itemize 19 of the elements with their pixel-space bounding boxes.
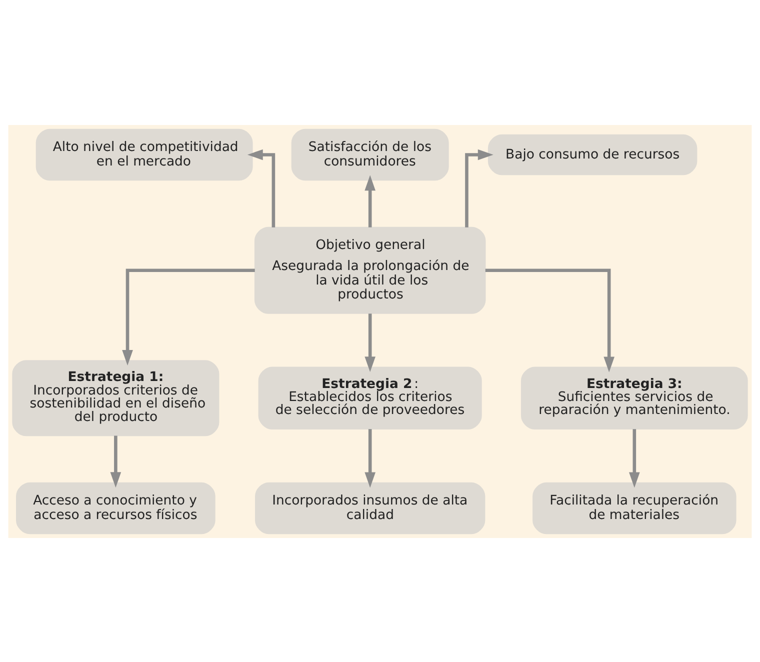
arrow <box>465 148 494 227</box>
arrow <box>247 148 276 227</box>
node-box: Incorporados insumos de alta calidad <box>255 482 486 534</box>
arrow <box>364 428 376 488</box>
arrow <box>629 428 640 488</box>
node-box: Alto nivel de competitividad en el mercado <box>36 128 253 180</box>
node-box: Facilitada la recuperación de materiales <box>532 482 736 534</box>
node-box: Estrategia 3: Suficientes servicios de reparación y mantenimiento. <box>520 366 748 430</box>
node-box: Objetivo general Asegurada la prolongación de la vida útil de los productos <box>254 226 486 314</box>
node-box: Satisfacción de los consumidores <box>291 128 449 180</box>
node-box: Bajo consumo de recursos <box>488 134 698 175</box>
arrow <box>364 313 376 372</box>
arrow <box>485 268 614 372</box>
node-box: Estrategia 2: Establecidos los criterios de selección de proveedores <box>258 366 482 430</box>
node-box: Acceso a conocimiento y acceso a recursos físicos <box>16 482 216 534</box>
node-box: Estrategia 1: Incorporados criterios de sostenibilidad en el diseño del producto <box>12 360 220 436</box>
arrow <box>122 268 255 365</box>
arrow <box>110 435 122 488</box>
arrow <box>364 174 376 227</box>
